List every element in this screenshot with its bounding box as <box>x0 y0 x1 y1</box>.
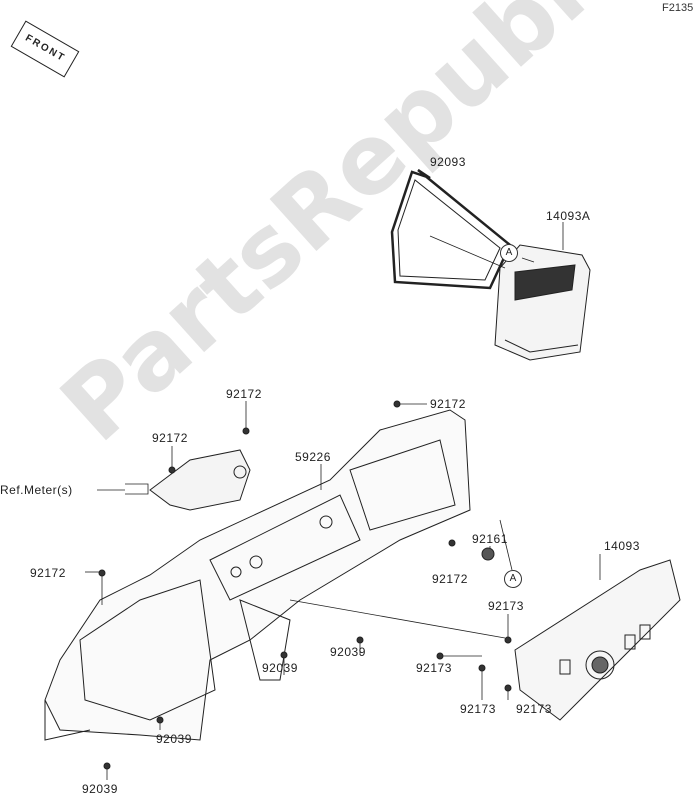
ref-meter-label[interactable]: Ref.Meter(s) <box>0 483 73 497</box>
part-label-92161[interactable]: 92161 <box>472 532 508 546</box>
panel-14093-drawing <box>514 559 681 721</box>
part-label-92173[interactable]: 92173 <box>488 599 524 613</box>
dashboard-59226-drawing <box>44 409 471 741</box>
part-label-59226[interactable]: 59226 <box>295 450 331 464</box>
reference-a-top: A <box>500 244 518 262</box>
cover-14093A-drawing <box>494 244 591 361</box>
meter-bracket-drawing <box>149 449 251 511</box>
part-label-92172[interactable]: 92172 <box>152 431 188 445</box>
part-label-92173[interactable]: 92173 <box>416 661 452 675</box>
part-label-92173[interactable]: 92173 <box>460 702 496 716</box>
part-label-92093[interactable]: 92093 <box>430 155 466 169</box>
part-label-92039[interactable]: 92039 <box>82 782 118 796</box>
part-label-92039[interactable]: 92039 <box>156 732 192 746</box>
part-label-92172[interactable]: 92172 <box>432 572 468 586</box>
part-label-92172[interactable]: 92172 <box>226 387 262 401</box>
part-label-14093A[interactable]: 14093A <box>546 209 591 223</box>
gasket-92093-drawing <box>390 168 512 290</box>
reference-a-mid: A <box>504 570 522 588</box>
figure-code: F2135 <box>662 2 694 14</box>
part-label-14093[interactable]: 14093 <box>604 539 640 553</box>
part-label-92039[interactable]: 92039 <box>330 645 366 659</box>
fasteners <box>98 400 512 770</box>
part-label-92172[interactable]: 92172 <box>30 566 66 580</box>
part-label-92173[interactable]: 92173 <box>516 702 552 716</box>
part-label-92039[interactable]: 92039 <box>262 661 298 675</box>
part-label-92172[interactable]: 92172 <box>430 397 466 411</box>
leader-lines <box>85 222 601 780</box>
